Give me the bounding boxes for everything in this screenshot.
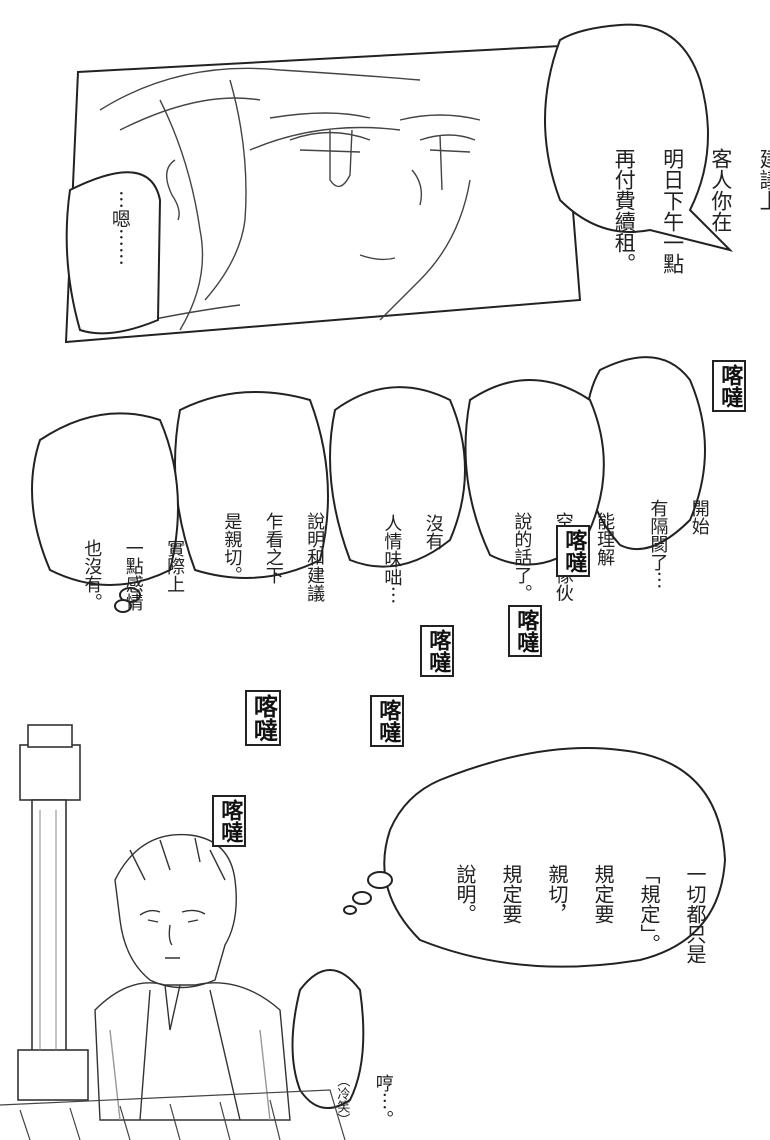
line-2: 「規定」。	[637, 864, 661, 954]
line-1: 一切都只是	[683, 864, 707, 964]
line-5: 規定要	[499, 864, 523, 924]
line-4: 親切，	[545, 864, 569, 924]
thought-explain: 說明和建議 乍看之下 是親切。	[200, 428, 345, 602]
speech-bubble-scoff: 哼⋯。 （冷笑）	[310, 990, 413, 1128]
line-2: （冷笑）	[334, 1074, 350, 1126]
character-bust	[94, 833, 291, 1121]
speech-bubble-suggestion: 建議上， 客人你在 明日下午一點 再付費續租。	[588, 52, 770, 274]
thought-rules: 一切都只是 「規定」。 規定要 親切， 規定要 說明。	[430, 768, 729, 964]
line-1: 能理解	[594, 512, 616, 566]
line-2: 一點感情	[122, 539, 144, 611]
sfx-click: 喀噠	[420, 625, 455, 677]
character-face-closeup	[99, 67, 481, 331]
sfx-click: 喀噠	[212, 795, 247, 847]
line-2: 客人你在	[708, 148, 733, 232]
line-3: 明日下午一點	[660, 148, 685, 274]
line-3: 是親切。	[221, 512, 243, 584]
thought-no-warmth: 沒有 人情味咄⋯	[360, 430, 463, 604]
line-2: 人情味咄⋯	[381, 514, 403, 604]
thought-gap: 開始 有隔閡了⋯	[626, 415, 729, 589]
sfx-click: 喀噠	[556, 525, 591, 577]
line-2: 有隔閡了⋯	[647, 499, 669, 589]
table	[0, 1089, 346, 1140]
line-4: 再付費續租。	[612, 148, 637, 274]
thought-bubble-shape-p3	[291, 747, 727, 1109]
line-1: 說明和建議	[304, 512, 326, 602]
line-1: 沒有	[422, 514, 444, 550]
lamp-post	[17, 724, 89, 1101]
line-1: 開始	[688, 499, 710, 535]
line-1: 建議上，	[757, 148, 770, 232]
thought-no-feeling: 實際上 一點感情 也沒有。	[60, 455, 205, 611]
line-1: 哼⋯。	[372, 1074, 394, 1128]
line-1: 實際上	[164, 539, 186, 593]
line-3: 也沒有。	[81, 539, 103, 611]
line-3: 說的話了。	[511, 512, 533, 602]
sfx-click: 喀噠	[245, 690, 282, 746]
line-3: 規定要	[591, 864, 615, 924]
line-6: 說明。	[453, 864, 477, 924]
speech-bubble-hmm: ⋯嗯⋯⋯	[108, 190, 131, 266]
line-2: 乍看之下	[262, 512, 284, 584]
sfx-click: 喀噠	[712, 360, 747, 412]
sfx-click: 喀噠	[508, 605, 543, 657]
sfx-click: 喀噠	[370, 695, 405, 747]
speech-bubble-shapes-p1	[65, 23, 734, 335]
thought-bubble-shapes-p2	[31, 356, 706, 613]
